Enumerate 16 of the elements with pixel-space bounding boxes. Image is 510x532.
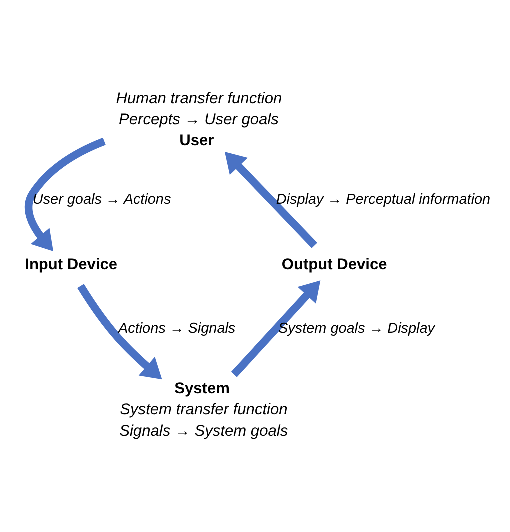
- edge-label: Actions → Signals: [118, 321, 236, 338]
- node-text: System: [174, 380, 230, 398]
- edge-label: System goals → Display: [278, 321, 435, 338]
- arrow: [230, 280, 320, 378]
- node-label: System transfer function: [120, 402, 288, 419]
- arrow: [77, 284, 162, 380]
- node-text: Output Device: [281, 256, 387, 274]
- arrow: [224, 152, 318, 248]
- node-text: Input Device: [24, 256, 118, 274]
- arrow: [24, 138, 106, 252]
- node-text: User: [179, 132, 214, 150]
- edge-label: Display → Perceptual information: [276, 192, 490, 208]
- edge-label: User goals → Actions: [32, 192, 171, 208]
- node-label: Percepts → User goals: [118, 111, 278, 128]
- node-label: Signals → System goals: [119, 422, 288, 440]
- node-label: Human transfer function: [116, 90, 282, 108]
